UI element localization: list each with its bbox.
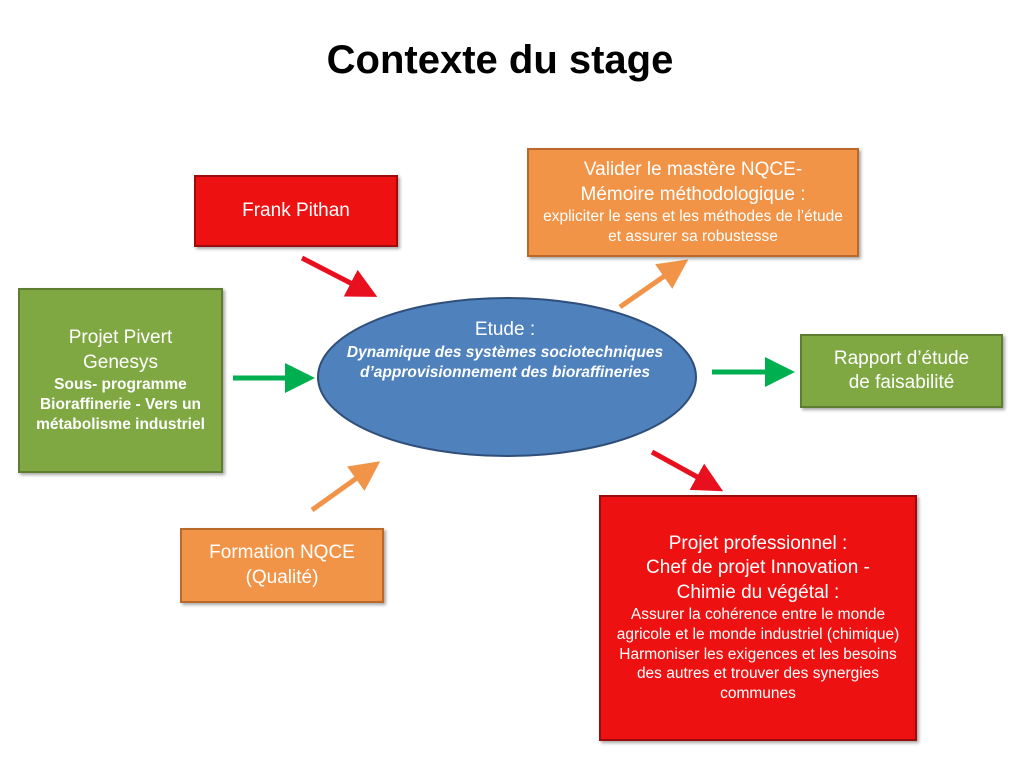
- arrow-formation-to-etude: [310, 461, 381, 513]
- valider-line1: Valider le mastère NQCE-: [583, 159, 803, 181]
- pivert-detail: Sous- programme Bioraffinerie - Vers un …: [36, 376, 205, 433]
- arrow-frank-to-etude: [300, 255, 378, 297]
- formation-line2: (Qualité): [245, 566, 319, 588]
- pivert-line1: Projet Pivert: [68, 327, 173, 349]
- etude-text: Etude : Dynamique des systèmes sociotech…: [330, 318, 680, 383]
- projet-line2: Chef de projet Innovation -: [646, 557, 870, 579]
- etude-detail: Dynamique des systèmes sociotechniques d…: [346, 343, 664, 381]
- projet-detail1: Assurer la cohérence entre le monde agri…: [616, 605, 900, 643]
- formation-nqce-box: Formation NQCE (Qualité): [180, 528, 384, 603]
- projet-line1: Projet professionnel :: [668, 532, 848, 554]
- page-title: Contexte du stage: [326, 38, 674, 82]
- rapport-line2: de faisabilité: [848, 372, 955, 393]
- valider-line2: Mémoire méthodologique :: [580, 183, 806, 205]
- etude-heading: Etude :: [474, 319, 536, 340]
- pivert-line2: Genesys: [83, 351, 158, 373]
- arrow-etude-to-projet: [650, 449, 724, 492]
- projet-pivert-box: Projet Pivert Genesys Sous- programme Bi…: [18, 288, 223, 473]
- rapport-line1: Rapport d’étude: [833, 347, 970, 369]
- rapport-box: Rapport d’étude de faisabilité: [800, 334, 1003, 408]
- etude-ellipse: [317, 297, 697, 457]
- projet-line3: Chimie du végétal :: [676, 581, 840, 603]
- frank-pithan-box: Frank Pithan: [194, 175, 398, 247]
- frank-pithan-label: Frank Pithan: [242, 199, 350, 221]
- valider-master-box: Valider le mastère NQCE- Mémoire méthodo…: [527, 148, 859, 257]
- formation-line1: Formation NQCE: [209, 542, 355, 564]
- projet-detail2: Harmoniser les exigences et les besoins …: [619, 645, 897, 703]
- arrow-etude-to-valider: [618, 259, 689, 310]
- projet-professionnel-box: Projet professionnel : Chef de projet In…: [599, 495, 917, 741]
- valider-detail: expliciter le sens et les méthodes de l’…: [543, 207, 843, 245]
